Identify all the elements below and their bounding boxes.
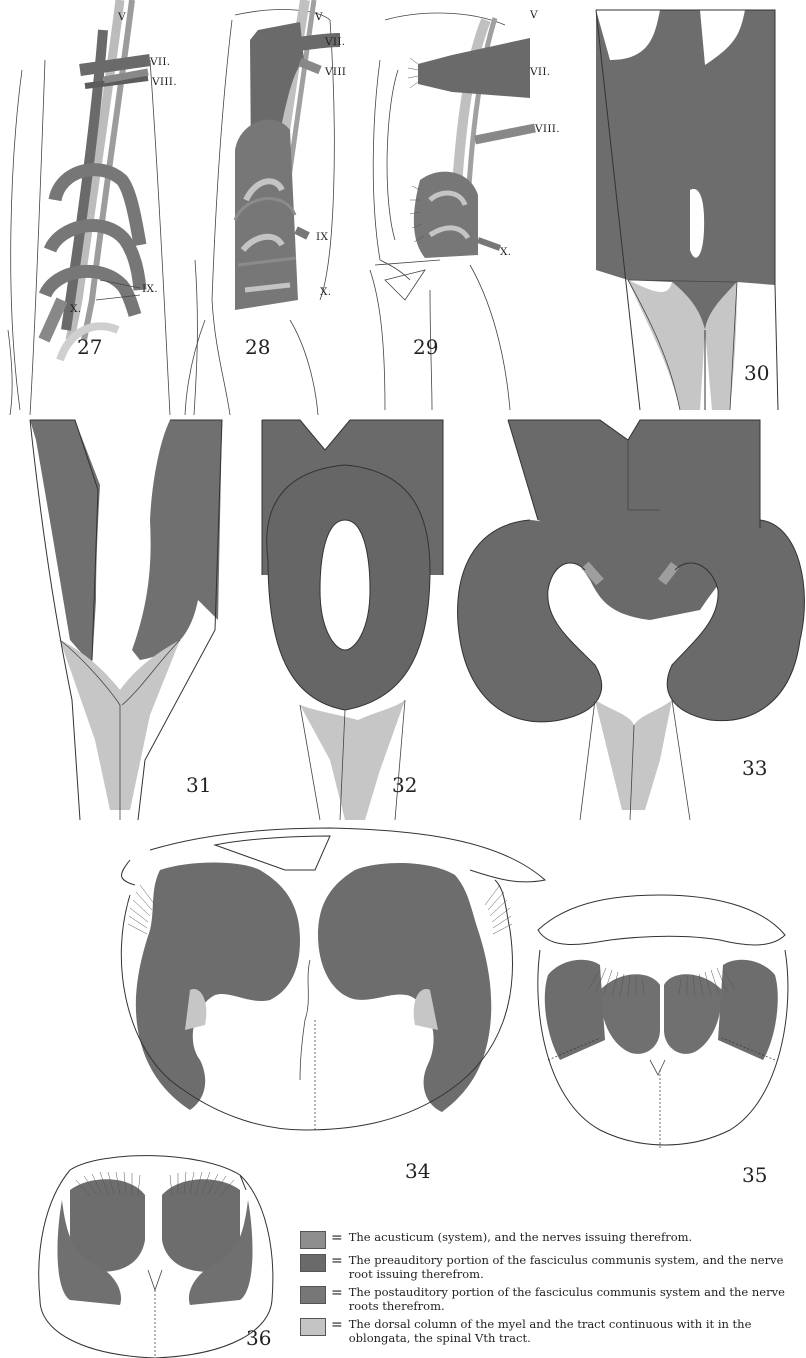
legend-item-acusticum: = The acusticum (system), and the nerves… (300, 1230, 800, 1249)
figure-34: 34 (121, 828, 545, 1183)
legend-text-preauditory: The preauditory portion of the fasciculu… (349, 1253, 800, 1281)
fig27-label-v: V (117, 11, 126, 23)
fig32-number: 32 (392, 773, 417, 797)
legend-swatch-preauditory (300, 1254, 326, 1272)
legend-item-postauditory: = The postauditory portion of the fascic… (300, 1285, 800, 1313)
legend-equals: = (331, 1285, 343, 1301)
fig29-label-v: V (529, 9, 538, 21)
fig30-number: 30 (744, 361, 769, 385)
legend-swatch-spinal-v (300, 1318, 326, 1336)
figure-27: V VII. VIII. IX. X. 27 (8, 0, 197, 415)
legend-equals: = (331, 1230, 343, 1246)
legend: = The acusticum (system), and the nerves… (300, 1230, 800, 1349)
fig27-label-vii: VII. (149, 56, 170, 68)
legend-text-postauditory: The postauditory portion of the fascicul… (349, 1285, 800, 1313)
fig28-number: 28 (245, 335, 270, 359)
fig28-label-ix: IX (316, 231, 328, 243)
fig27-label-viii: VIII. (151, 76, 177, 88)
fig29-number: 29 (413, 335, 438, 359)
fig29-label-viii: VIII. (534, 123, 560, 135)
legend-text-spinal-v: The dorsal column of the myel and the tr… (349, 1317, 800, 1345)
legend-item-spinal-v: = The dorsal column of the myel and the … (300, 1317, 800, 1345)
fig27-label-x: X. (70, 303, 81, 315)
legend-equals: = (331, 1253, 343, 1269)
legend-text-acusticum: The acusticum (system), and the nerves i… (349, 1230, 692, 1244)
figure-31: 31 (30, 415, 222, 820)
fig35-number: 35 (742, 1163, 767, 1187)
figure-36: 36 (39, 1156, 273, 1358)
fig33-number: 33 (742, 756, 767, 780)
fig28-label-vii: VII. (324, 36, 345, 48)
fig31-number: 31 (186, 773, 211, 797)
fig29-label-x: X. (500, 246, 511, 258)
legend-equals: = (331, 1317, 343, 1333)
figure-32: 32 (262, 420, 443, 820)
figure-33: 33 (458, 420, 805, 820)
legend-swatch-postauditory (300, 1286, 326, 1304)
fig27-number: 27 (77, 335, 102, 359)
figure-30: 30 (596, 10, 778, 410)
legend-item-preauditory: = The preauditory portion of the fascicu… (300, 1253, 800, 1281)
legend-swatch-acusticum (300, 1231, 326, 1249)
fig28-label-v: V (314, 11, 323, 23)
fig29-label-vii: VII. (529, 66, 550, 78)
fig36-number: 36 (246, 1326, 271, 1350)
fig28-label-viii: VIII (324, 66, 346, 78)
fig27-label-ix: IX. (142, 283, 158, 295)
figure-35: 35 (538, 895, 788, 1187)
fig34-number: 34 (405, 1159, 430, 1183)
figure-29: V VII. VIII. X. 29 (370, 9, 560, 410)
fig28-label-x: X. (320, 286, 331, 298)
figure-28: V VII. VIII IX X. 28 (185, 0, 346, 415)
